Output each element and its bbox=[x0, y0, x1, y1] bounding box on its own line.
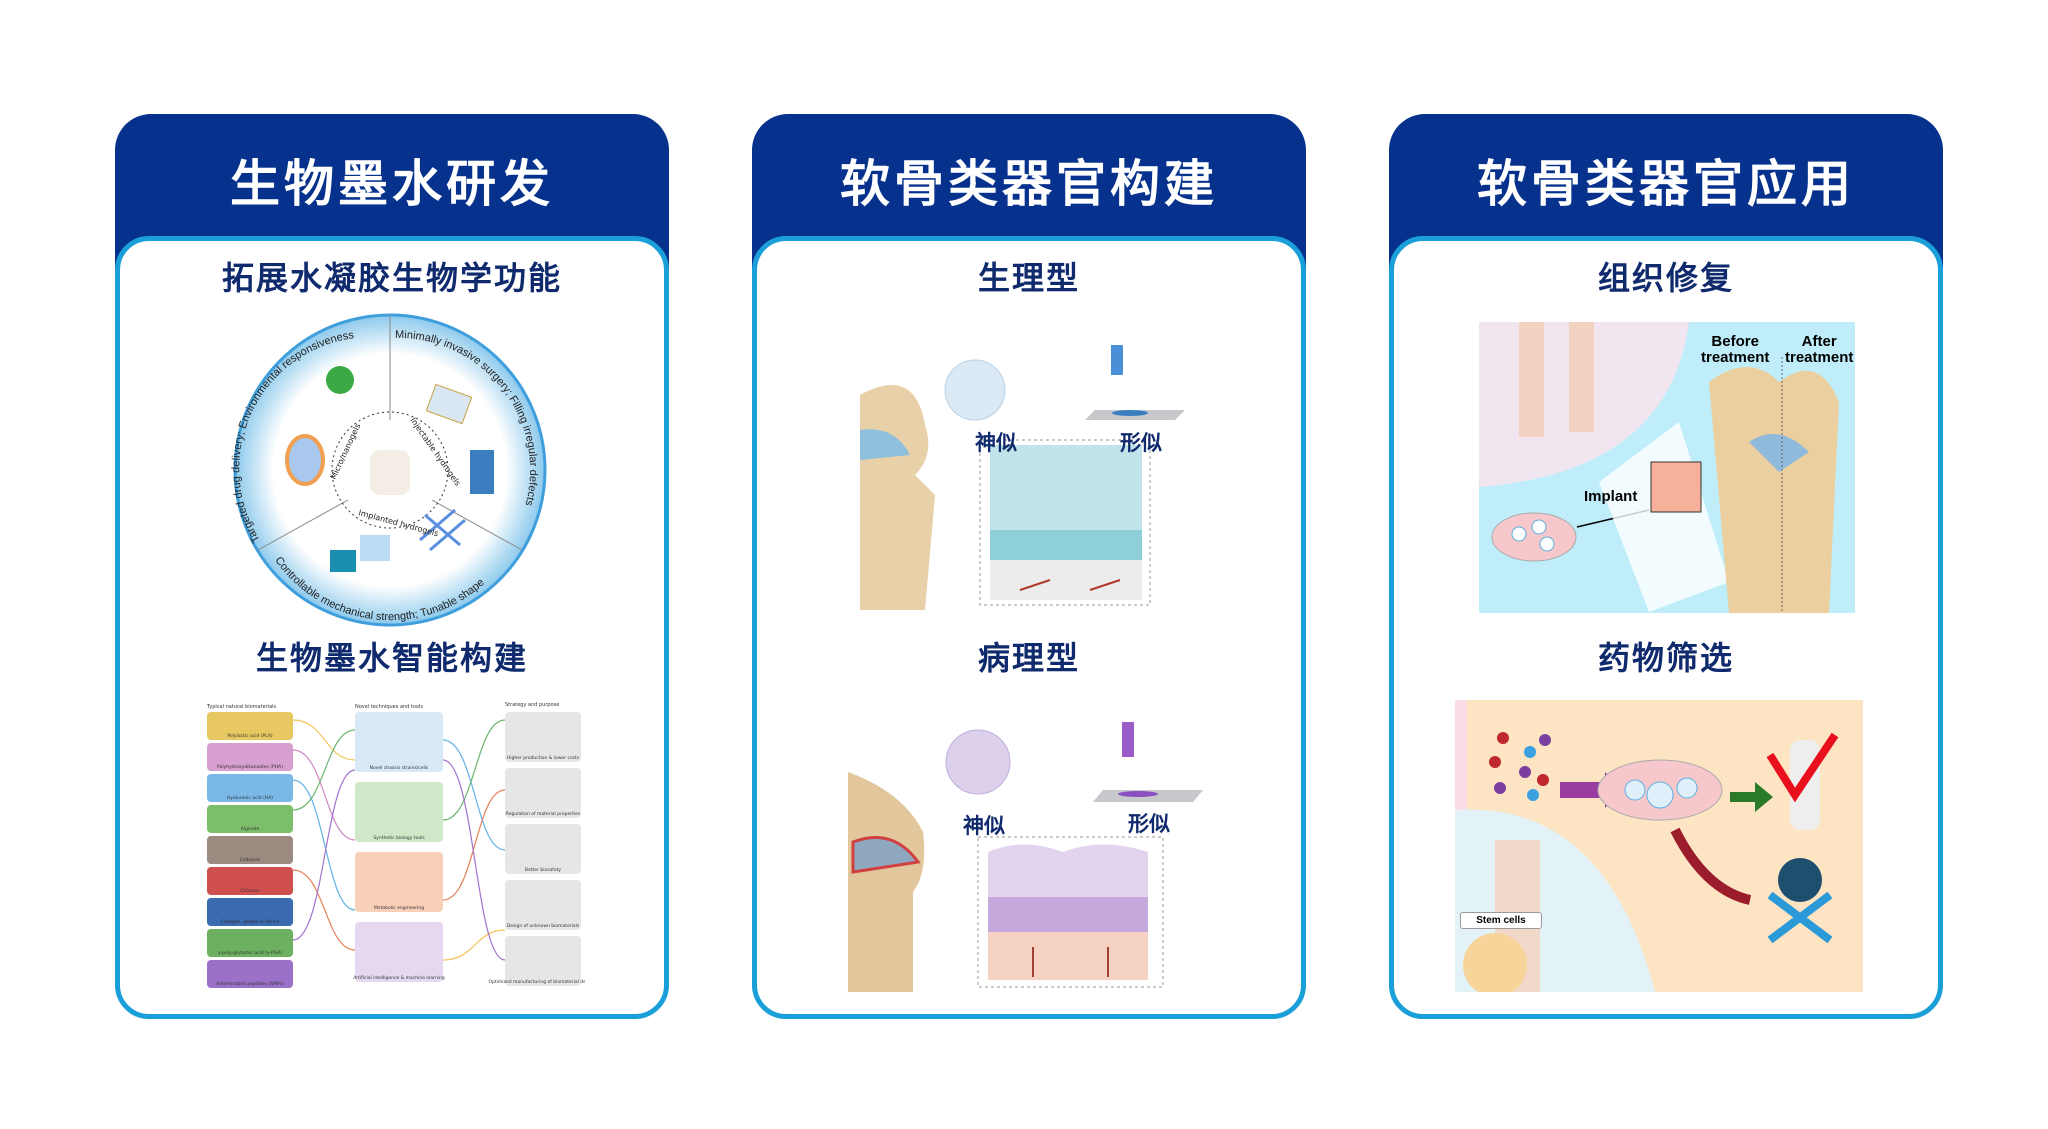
pathological-organoid-figure: 神似 形似 bbox=[843, 712, 1208, 992]
drug-screening-figure: Stem cells bbox=[1455, 700, 1863, 992]
section-subtitle: 组织修复 bbox=[1597, 259, 1734, 297]
likeness-in-spirit-label: 神似 bbox=[975, 431, 1017, 455]
tool-box bbox=[355, 852, 443, 912]
section-subtitle: 生物墨水智能构建 bbox=[255, 639, 528, 677]
bioink-intelligent-construction-diagram: Typical natural biomaterials Novel techn… bbox=[205, 700, 585, 992]
biomaterial-box bbox=[207, 898, 293, 926]
column-header: Typical natural biomaterials bbox=[206, 704, 277, 710]
biomaterial-label: Polylactic acid (PLA) bbox=[227, 733, 273, 739]
likeness-in-form-label: 形似 bbox=[1128, 812, 1170, 836]
purpose-label: Better biosafety bbox=[525, 867, 562, 873]
purpose-box bbox=[505, 880, 581, 930]
biomaterial-label: Antimicrobial peptides (AMPs) bbox=[216, 981, 284, 987]
section-subtitle: 药物筛选 bbox=[1597, 639, 1734, 677]
tool-label: Novel chassis strains/cells bbox=[370, 765, 429, 771]
implant-label: Implant bbox=[1584, 488, 1638, 505]
section-subtitle: 生理型 bbox=[977, 259, 1080, 297]
purpose-box bbox=[505, 824, 581, 874]
purpose-label: Design of unknown biomaterials bbox=[507, 923, 580, 929]
biomaterial-box bbox=[207, 805, 293, 833]
biomaterial-label: Cellulose bbox=[240, 857, 261, 863]
biomaterial-box bbox=[207, 960, 293, 988]
biomaterial-box bbox=[207, 774, 293, 802]
physiological-organoid-figure: 神似 形似 bbox=[855, 335, 1195, 610]
purpose-label: Optimized manufacturing of biomaterial d… bbox=[489, 979, 585, 985]
hydrogel-function-wheel: Targeted drug delivery; Environmental re… bbox=[230, 310, 550, 630]
tool-label: Synthetic biology tools bbox=[373, 835, 425, 841]
biomaterial-label: Hyaluronic acid (HA) bbox=[227, 795, 273, 801]
purpose-box bbox=[505, 936, 581, 986]
purpose-box bbox=[505, 768, 581, 818]
tool-label: Metabolic engineering bbox=[374, 905, 424, 911]
tool-box bbox=[355, 922, 443, 982]
biomaterial-box bbox=[207, 836, 293, 864]
biomaterial-label: Alginate bbox=[241, 826, 260, 832]
biomaterial-label: Chitosan bbox=[240, 888, 260, 894]
biomaterial-label: γ-poly-glutamic acid (γ-PGA) bbox=[218, 950, 282, 956]
stem-cells-label: Stem cells bbox=[1460, 912, 1542, 929]
purpose-label: Higher production & lower costs bbox=[507, 755, 580, 761]
biomaterial-label: Collagen, gelatin & fibroin bbox=[221, 919, 280, 925]
panel-title: 生物墨水研发 bbox=[230, 155, 554, 213]
biomaterial-label: Polyhydroxyalkanoates (PHA) bbox=[217, 764, 283, 770]
biomaterial-box bbox=[207, 867, 293, 895]
section-subtitle: 拓展水凝胶生物学功能 bbox=[221, 259, 562, 297]
biomaterial-box bbox=[207, 929, 293, 957]
tool-box bbox=[355, 782, 443, 842]
biomaterial-box bbox=[207, 743, 293, 771]
likeness-in-spirit-label: 神似 bbox=[963, 814, 1005, 838]
biomaterial-box bbox=[207, 712, 293, 740]
column-header: Strategy and purpose bbox=[505, 702, 559, 708]
likeness-in-form-label: 形似 bbox=[1120, 431, 1162, 455]
panel-title: 软骨类器官应用 bbox=[1477, 155, 1855, 213]
purpose-label: Regulation of material properties bbox=[506, 811, 581, 817]
section-subtitle: 病理型 bbox=[977, 639, 1080, 677]
column-header: Novel techniques and tools bbox=[355, 704, 423, 710]
tool-box bbox=[355, 712, 443, 772]
tool-label: Artificial intelligence & machine learni… bbox=[353, 975, 445, 981]
panel-title: 软骨类器官构建 bbox=[840, 155, 1218, 213]
purpose-box bbox=[505, 712, 581, 762]
